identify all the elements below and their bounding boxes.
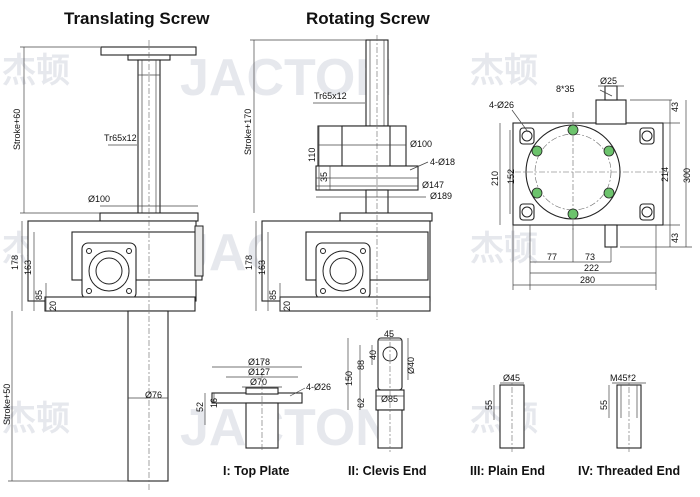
- dim-side-43-bottom: 43: [670, 233, 680, 243]
- rotating-screw-view: Stroke+170 Tr65x12 Ø100 4-Ø18 Ø147 Ø189 …: [243, 35, 455, 320]
- dim-translating-20: 20: [48, 301, 58, 311]
- translating-protection-tube: [127, 310, 169, 482]
- watermark-chinese-1: 杰顿: [2, 52, 70, 90]
- dim-rotating-stroke: Stroke+170: [243, 109, 253, 155]
- dim-rotating-110: 110: [307, 148, 317, 162]
- dim-rotating-holes: 4-Ø18: [430, 157, 455, 167]
- caption-clevis-end: II: Clevis End: [348, 464, 427, 478]
- dim-translating-178: 178: [10, 255, 20, 270]
- dim-rotating-dia100: Ø100: [410, 139, 432, 149]
- watermark-chinese-5: 杰顿: [2, 400, 70, 438]
- dim-threaded-m45: M45*2: [610, 373, 636, 383]
- dim-threaded-55: 55: [599, 400, 609, 410]
- dim-plain-55: 55: [484, 400, 494, 410]
- dim-side-152: 152: [506, 169, 516, 184]
- dim-translating-85: 85: [34, 290, 44, 300]
- dim-keyway: 8*35: [556, 84, 575, 94]
- watermark-chinese-2: 杰顿: [470, 52, 538, 90]
- dim-plain-d45: Ø45: [503, 373, 520, 383]
- dim-shaft-dia: Ø25: [600, 76, 617, 86]
- dim-rotating-178: 178: [244, 255, 254, 270]
- dim-side-77: 77: [547, 252, 557, 262]
- dim-side-300: 300: [682, 168, 692, 183]
- side-view: 8*35 Ø25 4-Ø26 43 214 300 43 210 152: [489, 76, 692, 290]
- mounting-hole-3: [603, 187, 615, 199]
- dim-side-210: 210: [490, 171, 500, 186]
- mounting-hole-4: [567, 208, 579, 220]
- translating-screw-title: Translating Screw: [64, 9, 210, 28]
- dim-side-holes: 4-Ø26: [489, 100, 514, 110]
- dim-translating-thread: Tr65x12: [104, 133, 137, 143]
- caption-threaded-end: IV: Threaded End: [578, 464, 681, 478]
- caption-top-plate: I: Top Plate: [223, 464, 290, 478]
- dim-clevis-d85: Ø85: [381, 394, 398, 404]
- mounting-hole-5: [531, 187, 543, 199]
- dim-side-43-top: 43: [670, 102, 680, 112]
- dim-top-plate-127: Ø127: [248, 367, 270, 377]
- translating-screw-view: Stroke+60 Tr65x12 Ø100 Ø76 178 163 85 20…: [2, 40, 204, 490]
- mounting-hole-1: [567, 124, 579, 136]
- translating-base: [44, 296, 196, 312]
- translating-side-boss: [194, 225, 204, 277]
- dim-top-plate-52: 52: [195, 402, 205, 412]
- watermark-chinese-4: 杰顿: [470, 230, 538, 268]
- dim-top-plate-holes: 4-Ø26: [306, 382, 331, 392]
- dim-clevis-40: 40: [368, 350, 378, 360]
- dim-rotating-163: 163: [257, 260, 267, 275]
- watermark-brand-bottom: JACTON: [180, 399, 393, 457]
- dim-clevis-d40: Ø40: [406, 357, 416, 374]
- dim-rotating-dia147: Ø147: [422, 180, 444, 190]
- dim-translating-stroke-bottom: Stroke+50: [2, 384, 12, 425]
- dim-rotating-thread: Tr65x12: [314, 91, 347, 101]
- dim-translating-dia76: Ø76: [145, 390, 162, 400]
- side-view-worm-housing: [595, 99, 627, 125]
- dim-rotating-20: 20: [282, 301, 292, 311]
- dim-translating-163: 163: [23, 260, 33, 275]
- clevis-end-fitting: 45 Ø40 40 88 150 62 Ø85: [344, 329, 416, 452]
- threaded-end-fitting: M45*2 55: [599, 373, 646, 452]
- dim-side-214: 214: [660, 167, 670, 182]
- dim-translating-stroke-top: Stroke+60: [12, 109, 22, 150]
- dim-rotating-85: 85: [268, 290, 278, 300]
- caption-plain-end: III: Plain End: [470, 464, 546, 478]
- translating-top-plate: [100, 46, 197, 56]
- top-plate-fitting: Ø178 Ø127 Ø70 4-Ø26 52 16: [195, 357, 331, 452]
- dim-top-plate-16: 16: [209, 398, 219, 408]
- dim-side-222: 222: [584, 263, 599, 273]
- dim-rotating-35: 35: [319, 172, 329, 182]
- watermark: JACTON JACTON JACTON 杰顿 杰顿 杰顿 杰顿 杰顿 杰顿: [2, 49, 538, 457]
- dim-clevis-150: 150: [344, 371, 354, 386]
- dim-side-73: 73: [585, 252, 595, 262]
- dim-top-plate-178: Ø178: [248, 357, 270, 367]
- rotating-screw-title: Rotating Screw: [306, 9, 430, 28]
- rotating-base: [279, 296, 431, 312]
- dim-clevis-62: 62: [356, 398, 366, 408]
- dim-rotating-dia189: Ø189: [430, 191, 452, 201]
- mounting-hole-6: [531, 145, 543, 157]
- plain-end-fitting: Ø45 55: [484, 373, 525, 452]
- dim-side-280: 280: [580, 275, 595, 285]
- rotating-flange: [339, 212, 433, 222]
- dim-top-plate-70: Ø70: [250, 377, 267, 387]
- side-view-input-shaft: [604, 85, 618, 101]
- dim-translating-dia100: Ø100: [88, 194, 110, 204]
- mounting-hole-2: [603, 145, 615, 157]
- dim-clevis-88: 88: [356, 360, 366, 370]
- dim-clevis-45: 45: [384, 329, 394, 339]
- watermark-brand-top: JACTON: [180, 49, 393, 107]
